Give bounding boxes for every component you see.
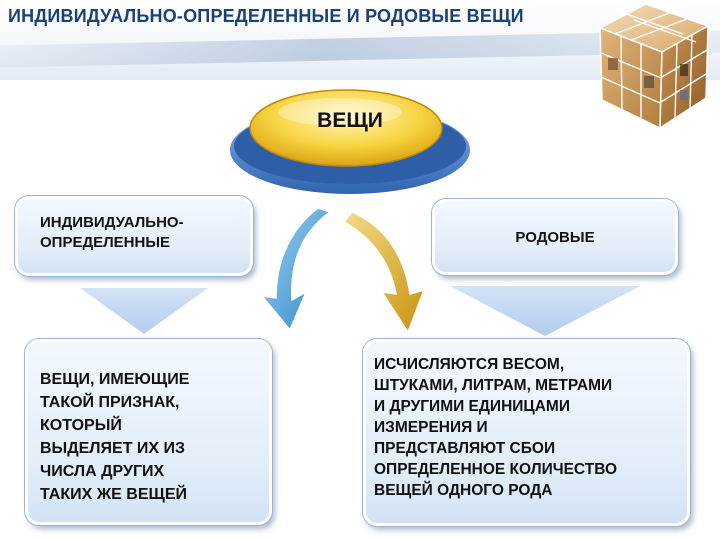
generic-label: РОДОВЫЕ	[515, 228, 595, 246]
center-ellipse-shape	[230, 89, 470, 194]
desc-line: ШТУКАМИ, ЛИТРАМ, МЕТРАМИ	[374, 377, 613, 394]
desc-line: ИСЧИСЛЯЮТСЯ ВЕСОМ,	[374, 356, 565, 373]
desc-line: ТАКИХ ЖЕ ВЕЩЕЙ	[40, 486, 187, 503]
desc-line: И ДРУГИМИ ЕДИНИЦАМИ	[374, 398, 570, 415]
right-funnel-arrow	[450, 286, 640, 336]
center-ellipse: ВЕЩИ	[222, 82, 478, 202]
generic-description-box: ИСЧИСЛЯЮТСЯ ВЕСОМ, ШТУКАМИ, ЛИТРАМ, МЕТР…	[363, 339, 690, 526]
desc-line: КОТОРЫЙ	[40, 417, 122, 434]
desc-line: ВЕЩЕЙ ОДНОГО РОДА	[374, 482, 553, 499]
individual-description-box: ВЕЩИ, ИМЕЮЩИЕ ТАКОЙ ПРИЗНАК, КОТОРЫЙ ВЫД…	[25, 339, 272, 525]
center-label: ВЕЩИ	[317, 109, 383, 132]
generic-things-box: РОДОВЫЕ	[432, 199, 678, 275]
right-curved-arrow	[342, 211, 426, 334]
individual-label-line2: ОПРЕДЕЛЕННЫЕ	[40, 234, 171, 251]
desc-line: ОПРЕДЕЛЕННОЕ КОЛИЧЕСТВО	[374, 461, 618, 478]
desc-line: ЧИСЛА ДРУГИХ	[40, 463, 165, 480]
slide-title: ИНДИВИДУАЛЬНО-ОПРЕДЕЛЕННЫЕ И РОДОВЫЕ ВЕЩ…	[8, 6, 524, 26]
desc-line: ПРЕДСТАВЛЯЮТ СБОИ	[374, 440, 556, 457]
left-funnel-arrow	[80, 288, 208, 334]
desc-line: ИЗМЕРЕНИЯ И	[374, 419, 488, 436]
individual-things-box: ИНДИВИДУАЛЬНО- ОПРЕДЕЛЕННЫЕ	[15, 196, 253, 276]
individual-label-line1: ИНДИВИДУАЛЬНО-	[40, 214, 184, 231]
left-curved-arrow	[260, 207, 332, 332]
photo-cube-icon	[598, 3, 710, 130]
desc-line: ВЕЩИ, ИМЕЮЩИЕ	[40, 371, 190, 388]
desc-line: ТАКОЙ ПРИЗНАК,	[40, 394, 180, 411]
desc-line: ВЫДЕЛЯЕТ ИХ ИЗ	[40, 440, 186, 457]
